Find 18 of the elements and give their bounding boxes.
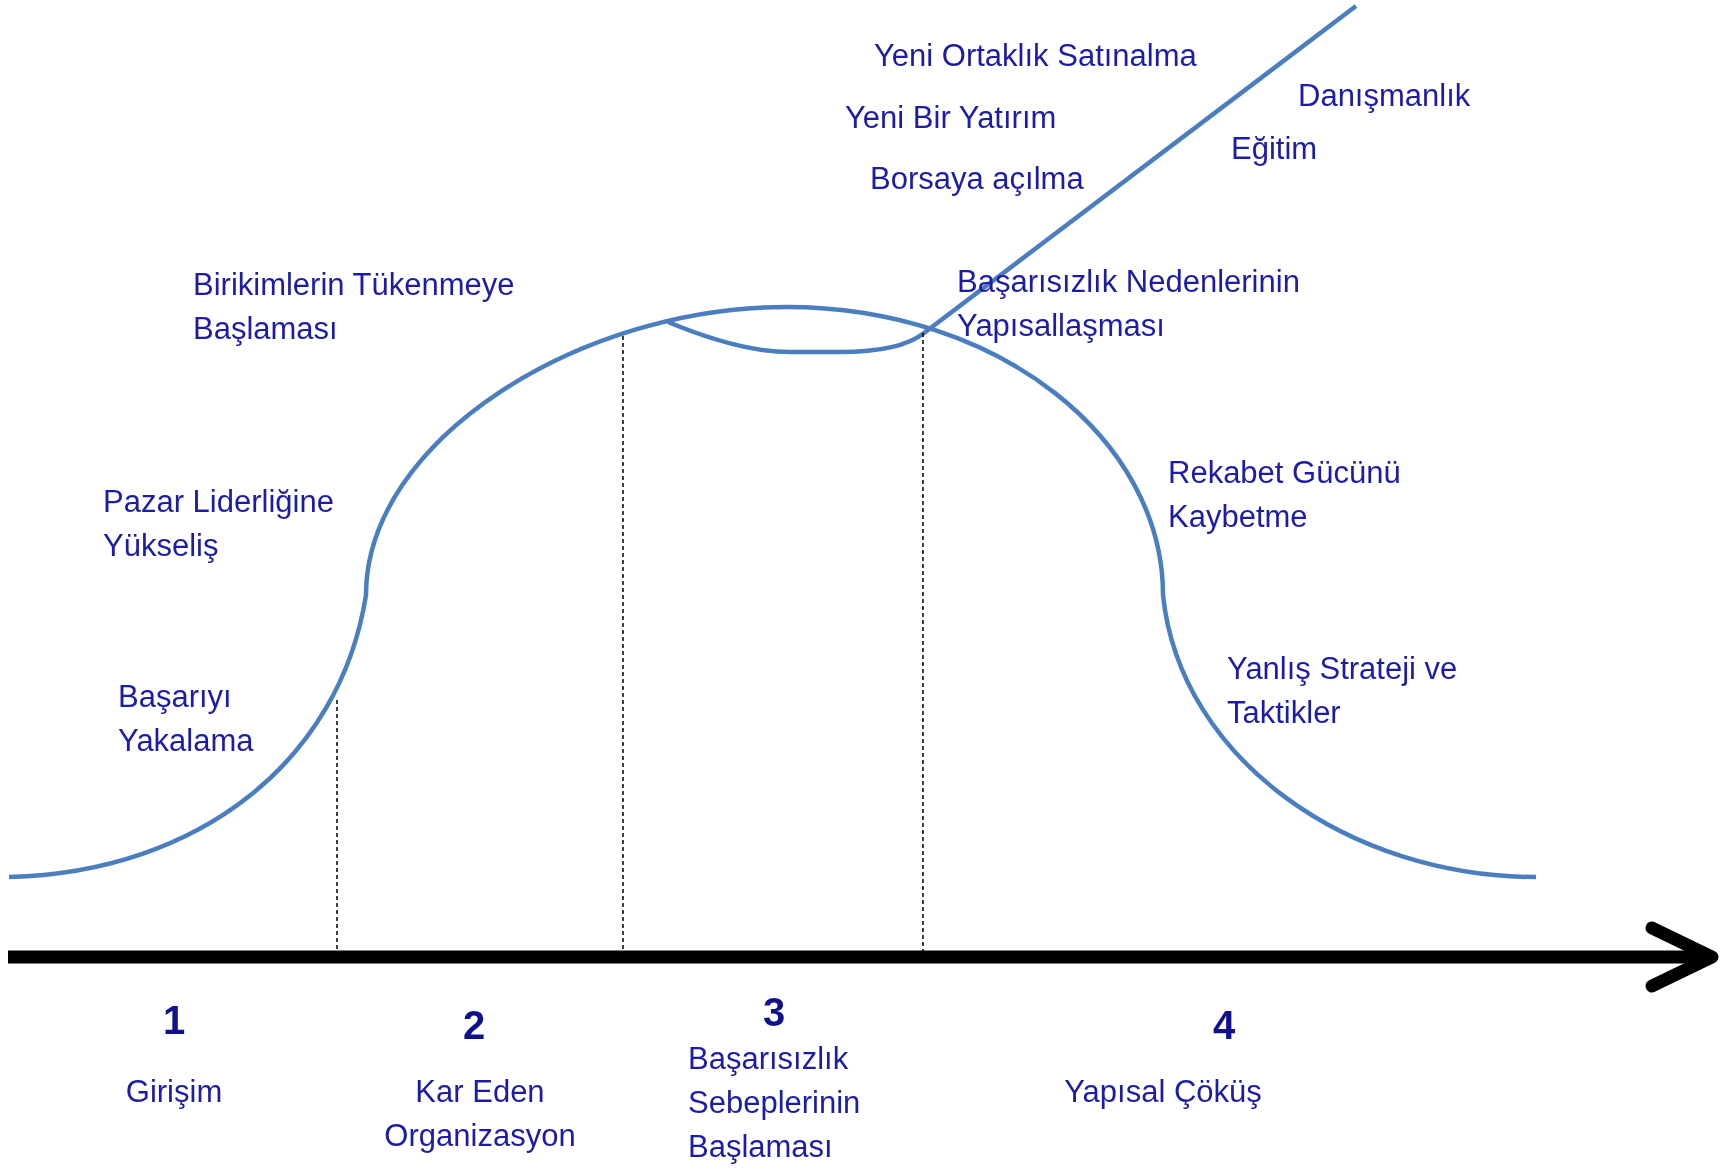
- phase-name: Yapısal Çöküş: [1063, 1073, 1263, 1111]
- stage-label: Eğitim: [1231, 130, 1318, 168]
- phase-number: 3: [761, 990, 787, 1034]
- stage-label: Yeni Ortaklık Satınalma: [874, 37, 1197, 75]
- stage-label: Borsaya açılma: [870, 160, 1084, 198]
- stage-label: Başarıyı Yakalama: [118, 678, 255, 760]
- stage-label: Danışmanlık: [1298, 77, 1471, 115]
- phase-name: Başarısızlık Sebeplerinin Başlaması: [688, 1040, 862, 1166]
- phase-number: 1: [161, 998, 187, 1042]
- stage-label: Pazar Liderliğine Yükseliş: [103, 483, 335, 565]
- phase-name: Kar Eden Organizasyon: [383, 1073, 577, 1155]
- stage-label: Rekabet Gücünü Kaybetme: [1168, 454, 1402, 536]
- stage-label: Birikimlerin Tükenmeye Başlaması: [193, 266, 516, 348]
- phase-number: 2: [461, 1003, 487, 1047]
- stage-label: Yeni Bir Yatırım: [845, 99, 1057, 137]
- stage-label: Yanlış Strateji ve Taktikler: [1227, 650, 1459, 732]
- phase-name: Girişim: [124, 1073, 224, 1111]
- phase-number: 4: [1211, 1003, 1237, 1047]
